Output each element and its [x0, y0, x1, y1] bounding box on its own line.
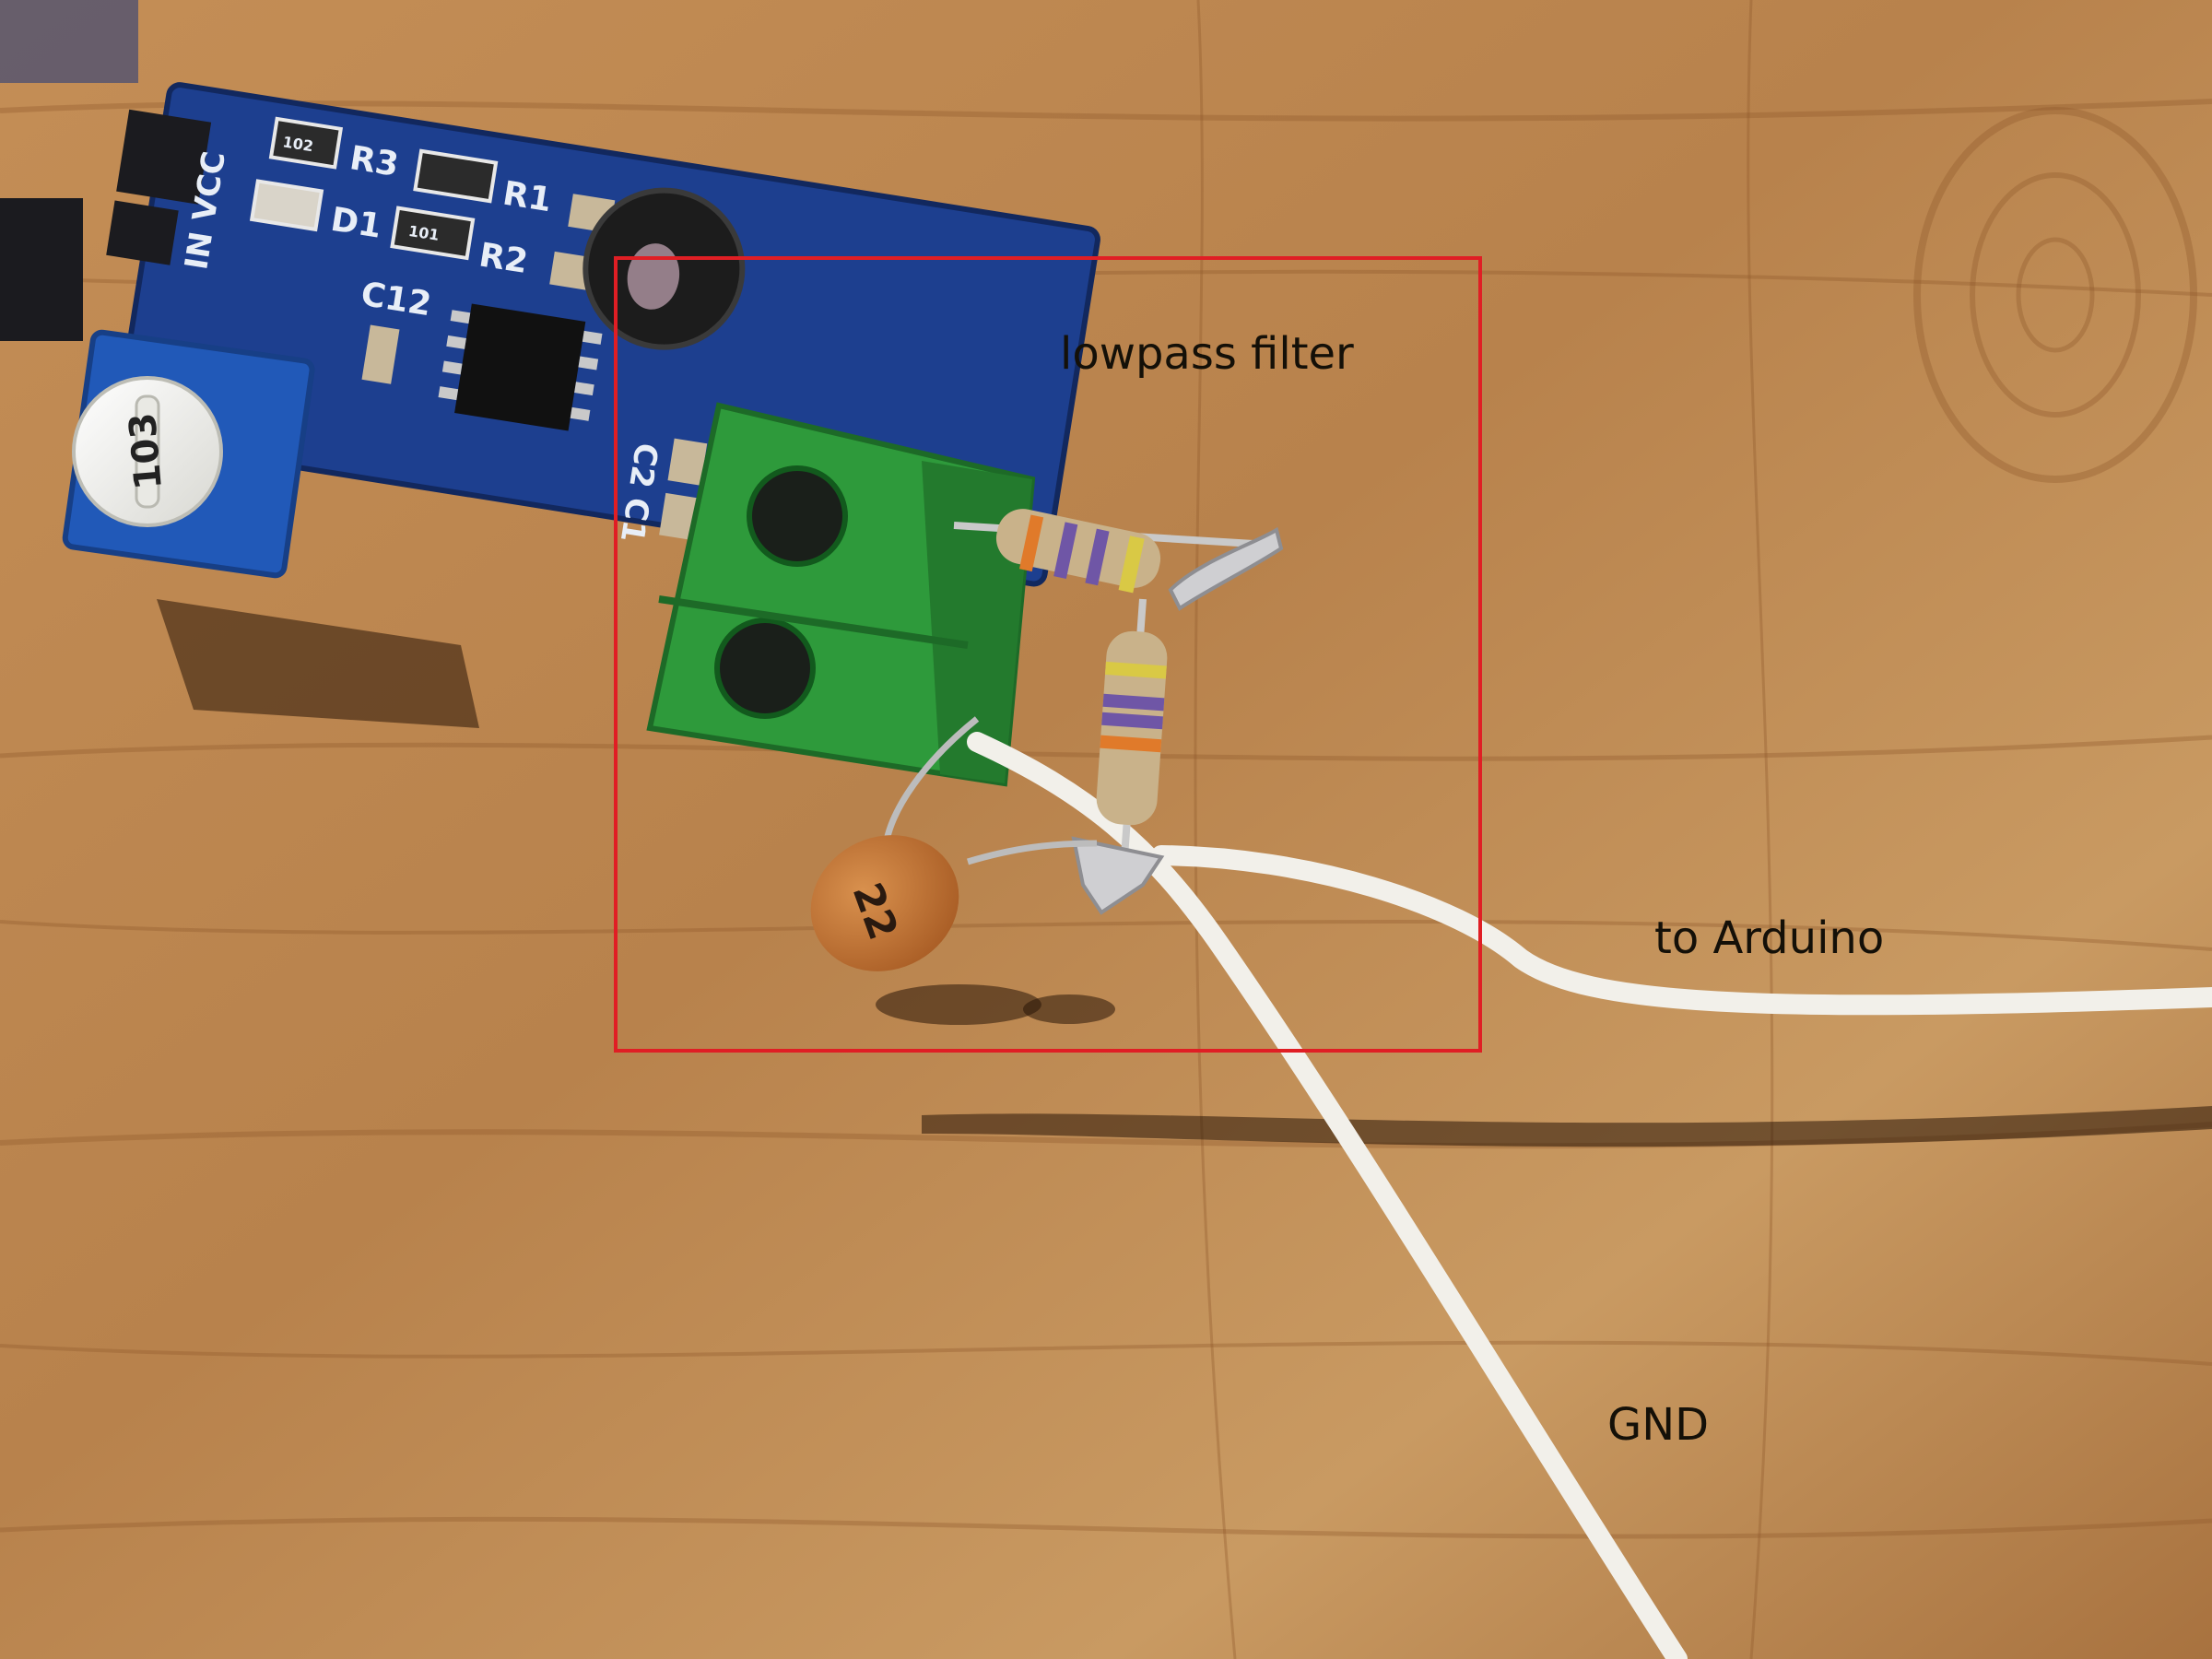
resistor-vertical	[1096, 598, 1168, 858]
silkscreen-d1: D1	[328, 201, 384, 246]
trimpot-label: 103	[122, 411, 171, 491]
trimmer-potentiometer: 103	[62, 329, 315, 579]
silkscreen-r1: R1	[500, 175, 555, 220]
lowpass-filter-label: lowpass filter	[1060, 328, 1354, 380]
wire-gnd	[967, 732, 1688, 1659]
silkscreen-r2: R2	[477, 236, 531, 281]
silkscreen-r3: R3	[347, 139, 402, 184]
resistor-horizontal	[953, 509, 1254, 594]
pin-connector	[0, 198, 83, 341]
silkscreen-c1: C1	[613, 495, 656, 545]
ic-chip	[454, 303, 586, 431]
silkscreen-c2: C2	[621, 441, 665, 490]
white-wires	[967, 732, 2212, 1659]
gnd-label: GND	[1607, 1399, 1710, 1451]
screw-terminal-block	[646, 402, 1036, 787]
terminal-screw-2	[714, 618, 816, 719]
lowpass-filter-highlight-box	[614, 256, 1482, 1053]
shadows	[157, 599, 2212, 1147]
wire-to-arduino	[1151, 845, 2212, 1016]
smd-resistor-code-2: 101	[407, 222, 441, 244]
ceramic-capacitor: 22	[810, 716, 1098, 971]
terminal-screw-1	[747, 465, 848, 567]
solder-joints	[1071, 526, 1284, 915]
to-arduino-label: to Arduino	[1654, 912, 1885, 964]
smd-resistor-code: 102	[281, 133, 314, 155]
